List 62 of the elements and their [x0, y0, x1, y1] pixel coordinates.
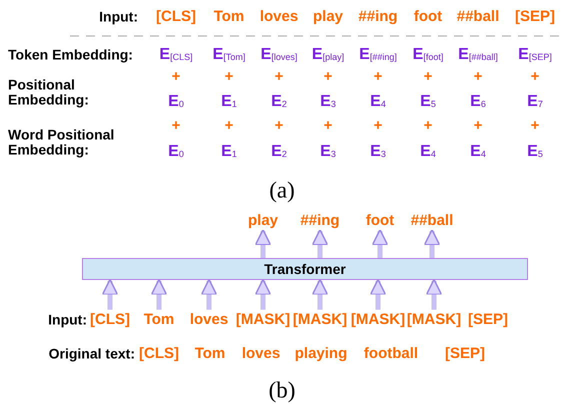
- arrow: [312, 229, 328, 258]
- row-label: Original text:: [48, 346, 135, 362]
- input-token: Tom: [144, 312, 174, 328]
- arrow: [254, 229, 272, 258]
- token: [CLS]: [139, 346, 179, 362]
- input-token: [MASK]: [406, 312, 462, 328]
- token: Tom: [194, 346, 226, 362]
- input-token: [SEP]: [468, 312, 508, 328]
- token: Tom: [214, 8, 244, 26]
- token: ##ing: [358, 8, 398, 26]
- plus-sign: +: [530, 68, 540, 86]
- plus-sign: +: [374, 118, 382, 134]
- arrow: [102, 278, 118, 310]
- input-token: [CLS]: [90, 312, 130, 328]
- row-label: Positional Embedding:: [8, 78, 90, 108]
- input-token: [MASK]: [350, 312, 406, 328]
- input-token: [MASK]: [236, 312, 290, 328]
- token: [CLS]: [156, 8, 196, 26]
- transformer-block: Transformer: [82, 258, 528, 280]
- panel-caption: (b): [268, 377, 296, 403]
- output-token: ##ball: [410, 212, 454, 230]
- token: loves: [260, 8, 298, 26]
- arrow: [200, 278, 218, 310]
- output-token: play: [248, 212, 278, 230]
- token: [SEP]: [515, 8, 555, 26]
- arrow: [372, 229, 388, 258]
- output-token: foot: [366, 212, 394, 230]
- output-token: ##ing: [300, 212, 340, 230]
- plus-sign: +: [324, 118, 332, 134]
- plus-sign: +: [474, 118, 482, 134]
- token: [SEP]: [445, 346, 485, 362]
- plus-sign: +: [424, 68, 432, 86]
- arrow: [312, 278, 328, 310]
- plus-sign: +: [274, 68, 284, 86]
- plus-sign: +: [172, 68, 180, 86]
- plus-sign: +: [274, 118, 284, 134]
- arrow: [370, 278, 386, 310]
- row-label: Word Positional Embedding:: [8, 128, 116, 158]
- plus-sign: +: [224, 68, 234, 86]
- row-label: Input:: [48, 312, 87, 328]
- plus-sign: +: [324, 68, 332, 86]
- arrow: [424, 229, 440, 258]
- arrow: [426, 278, 442, 310]
- input-token: [MASK]: [292, 312, 348, 328]
- input-token: loves: [190, 312, 228, 328]
- token: play: [313, 8, 343, 26]
- token: foot: [414, 8, 442, 26]
- plus-sign: +: [424, 118, 432, 134]
- token: football: [364, 346, 418, 362]
- row-label: Token Embedding:: [8, 47, 133, 63]
- row-label: Input:: [99, 9, 138, 25]
- plus-sign: +: [374, 68, 382, 86]
- panel-caption: (a): [269, 177, 295, 203]
- token: playing: [294, 346, 348, 362]
- plus-sign: +: [530, 118, 540, 134]
- plus-sign: +: [224, 118, 234, 134]
- arrow: [254, 278, 272, 310]
- arrow: [150, 278, 168, 310]
- plus-sign: +: [172, 118, 180, 134]
- token: ##ball: [456, 8, 500, 26]
- plus-sign: +: [474, 68, 482, 86]
- token: loves: [242, 346, 280, 362]
